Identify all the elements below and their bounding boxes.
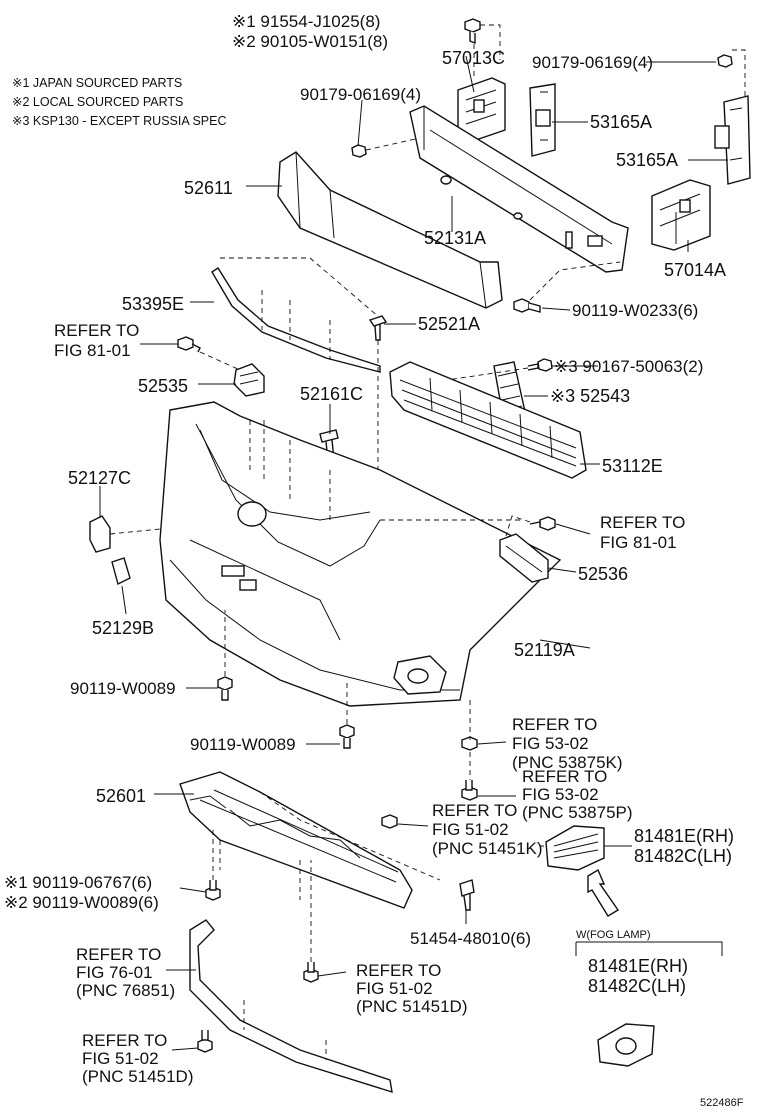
clip-refer-53-02-p-icon xyxy=(461,780,478,801)
leader-lines xyxy=(99,55,728,1051)
callout-refer-53-02-p-line1[interactable]: REFER TO xyxy=(522,767,607,786)
bracket-52535-icon xyxy=(233,363,265,397)
callout-90119-w0089-6[interactable]: ※2 90119-W0089(6) xyxy=(4,893,159,912)
plate-53165a-top-icon xyxy=(529,83,556,157)
callout-52119a[interactable]: 52119A xyxy=(514,640,575,660)
callout-refer-51-02-k-line2[interactable]: FIG 51-02 xyxy=(432,820,509,839)
bolt-91554-icon xyxy=(464,18,481,45)
callout-81482c-bottom[interactable]: 81482C(LH) xyxy=(588,976,686,996)
callout-52129b[interactable]: 52129B xyxy=(92,618,154,638)
bolt-90119-06767-icon xyxy=(205,880,221,901)
bolt-90119-w0089-b-icon xyxy=(339,724,355,749)
nut-90179-right-icon xyxy=(717,54,733,68)
bracket-52536-icon xyxy=(499,533,549,583)
callout-90119-w0089-b[interactable]: 90119-W0089 xyxy=(190,735,296,754)
callout-refer-51-02-d2-line3[interactable]: (PNC 51451D) xyxy=(82,1067,194,1086)
reinforcement-52131a-icon xyxy=(409,105,629,273)
callout-52535[interactable]: 52535 xyxy=(138,376,188,396)
callout-refer-81-01-left-line2[interactable]: FIG 81-01 xyxy=(54,341,131,360)
callout-90179-right[interactable]: 90179-06169(4) xyxy=(532,53,653,72)
under-cover-52601-icon xyxy=(179,771,413,909)
fog-cover-bottom-icon xyxy=(597,1023,655,1067)
callout-refer-53-02-k-line1[interactable]: REFER TO xyxy=(512,715,597,734)
clip-52521a-icon xyxy=(368,315,388,341)
bolt-refer-81-01-left-icon xyxy=(177,336,201,353)
bracket-57013c-icon xyxy=(457,77,506,143)
cap-52127c-icon xyxy=(89,515,111,553)
callout-53112e[interactable]: 53112E xyxy=(602,456,663,476)
bolt-90119-w0089-a-icon xyxy=(217,676,233,701)
direction-arrow-icon xyxy=(587,868,620,917)
callout-52161c[interactable]: 52161C xyxy=(300,384,363,404)
absorber-52611-icon xyxy=(277,151,503,309)
callout-81482c-top[interactable]: 81482C(LH) xyxy=(634,846,732,866)
callout-refer-81-01-left-line1[interactable]: REFER TO xyxy=(54,321,139,340)
screw-90167-icon xyxy=(527,358,553,372)
clip-51454-icon xyxy=(459,879,475,911)
lower-molding-76851-icon xyxy=(189,919,393,1094)
callout-refer-53-02-k-line2[interactable]: FIG 53-02 xyxy=(512,734,589,753)
callout-refer-76-01-line3[interactable]: (PNC 76851) xyxy=(76,981,175,1000)
callout-52536[interactable]: 52536 xyxy=(578,564,628,584)
callout-90167[interactable]: ※3 90167-50063(2) xyxy=(554,357,703,376)
callout-51454[interactable]: 51454-48010(6) xyxy=(410,929,531,948)
callout-refer-53-02-p-line3[interactable]: (PNC 53875P) xyxy=(522,803,633,822)
callout-refer-76-01-line1[interactable]: REFER TO xyxy=(76,945,161,964)
callout-81481e-bottom[interactable]: 81481E(RH) xyxy=(588,956,688,976)
callout-90179-left[interactable]: 90179-06169(4) xyxy=(300,85,421,104)
callout-81481e-top[interactable]: 81481E(RH) xyxy=(634,826,734,846)
callout-52131a[interactable]: 52131A xyxy=(424,228,486,248)
callout-refer-51-02-d-line2[interactable]: FIG 51-02 xyxy=(356,979,433,998)
callout-refer-51-02-d2-line2[interactable]: FIG 51-02 xyxy=(82,1049,159,1068)
bracket-57014a-icon xyxy=(651,179,711,251)
grille-53112e-icon xyxy=(389,361,587,479)
callout-53165a-top[interactable]: 53165A xyxy=(590,112,652,132)
callout-refer-53-02-p-line2[interactable]: FIG 53-02 xyxy=(522,785,599,804)
clip-refer-51-02-k-icon xyxy=(381,814,398,829)
callout-53165a-mid[interactable]: 53165A xyxy=(616,150,678,170)
callout-refer-51-02-d-line1[interactable]: REFER TO xyxy=(356,961,441,980)
note-ksp130: ※3 KSP130 - EXCEPT RUSSIA SPEC xyxy=(12,114,227,128)
bumper-cover-52119a-icon xyxy=(159,401,562,707)
callout-refer-53-02-k-line3[interactable]: (PNC 53875K) xyxy=(512,753,623,772)
notes-legend: ※1 JAPAN SOURCED PARTS ※2 LOCAL SOURCED … xyxy=(12,76,227,128)
callout-91554[interactable]: ※1 91554-J1025(8) xyxy=(232,12,380,31)
part-drawings xyxy=(89,18,751,1094)
callout-refer-51-02-d-line3[interactable]: (PNC 51451D) xyxy=(356,997,468,1016)
callout-53395e[interactable]: 53395E xyxy=(122,294,184,314)
callout-52127c[interactable]: 52127C xyxy=(68,468,131,488)
callout-57013c[interactable]: 57013C xyxy=(442,48,505,68)
clip-refer-53-02-k-icon xyxy=(461,736,478,751)
callout-90119-w0089-a[interactable]: 90119-W0089 xyxy=(70,679,176,698)
callout-52521a[interactable]: 52521A xyxy=(418,314,480,334)
callout-57014a[interactable]: 57014A xyxy=(664,260,726,280)
plate-53165a-right-icon xyxy=(714,95,751,185)
figure-id: 522486F xyxy=(700,1097,744,1109)
nut-90179-left-icon xyxy=(351,144,367,158)
callout-refer-81-01-right-line1[interactable]: REFER TO xyxy=(600,513,685,532)
callout-refer-51-02-k-line1[interactable]: REFER TO xyxy=(432,801,517,820)
callout-refer-51-02-k-line3[interactable]: (PNC 51451K) xyxy=(432,839,543,858)
bolt-refer-51-02-d2-icon xyxy=(197,1030,213,1053)
callout-52601[interactable]: 52601 xyxy=(96,786,146,806)
callout-refer-51-02-d2-line1[interactable]: REFER TO xyxy=(82,1031,167,1050)
bolt-90119-w0233-icon xyxy=(513,298,541,313)
callout-refer-76-01-line2[interactable]: FIG 76-01 xyxy=(76,963,153,982)
cap-52129b-icon xyxy=(111,557,131,586)
callout-fog-lamp-heading: W(FOG LAMP) xyxy=(576,929,651,941)
callout-90119-w0233[interactable]: 90119-W0233(6) xyxy=(572,301,698,320)
note-japan-sourced: ※1 JAPAN SOURCED PARTS xyxy=(12,76,182,90)
callouts: ※1 91554-J1025(8) ※2 90105-W0151(8) 5701… xyxy=(4,12,744,1109)
callout-90105[interactable]: ※2 90105-W0151(8) xyxy=(232,32,388,51)
callout-refer-81-01-right-line2[interactable]: FIG 81-01 xyxy=(600,533,677,552)
callout-52543[interactable]: ※3 52543 xyxy=(550,386,630,406)
fog-cover-top-icon xyxy=(545,825,605,871)
bolt-refer-51-02-d-icon xyxy=(303,962,319,983)
molding-53395e-icon xyxy=(211,267,381,373)
note-local-sourced: ※2 LOCAL SOURCED PARTS xyxy=(12,95,183,109)
callout-52611[interactable]: 52611 xyxy=(184,178,233,198)
bolt-refer-81-01-right-icon xyxy=(529,516,556,531)
callout-90119-06767[interactable]: ※1 90119-06767(6) xyxy=(4,873,152,892)
